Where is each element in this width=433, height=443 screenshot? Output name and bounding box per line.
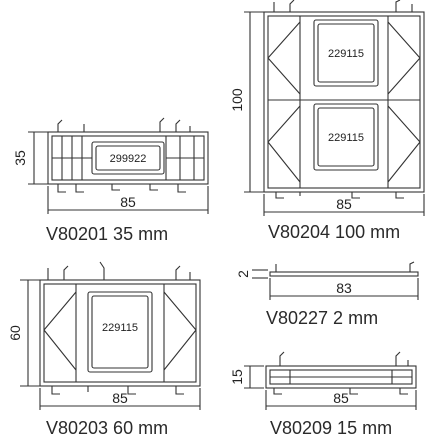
width-dimension-label: 83 xyxy=(336,280,352,296)
steel-insert xyxy=(91,141,165,175)
profile-v80204 xyxy=(244,0,425,216)
profile-caption: V80227 2 mm xyxy=(266,308,379,328)
profile-caption: V80203 60 mm xyxy=(46,418,169,438)
insert-code-label: 299922 xyxy=(110,153,147,165)
height-dimension-label: 2 xyxy=(235,270,251,278)
width-dimension-label: 85 xyxy=(120,194,136,210)
width-dimension-label: 85 xyxy=(112,390,128,406)
steel-insert xyxy=(87,291,153,373)
profile-body xyxy=(265,365,417,389)
width-dimension-label: 85 xyxy=(333,390,349,406)
profile-body xyxy=(47,131,209,185)
profile-caption: V80204 100 mm xyxy=(268,222,401,242)
profile-body xyxy=(263,11,425,193)
width-dimension-label: 85 xyxy=(336,196,352,212)
height-dimension-label: 35 xyxy=(12,150,28,166)
profile-caption: V80201 35 mm xyxy=(46,224,169,244)
insert-code-label: 229115 xyxy=(328,132,364,144)
profile-caption: V80209 15 mm xyxy=(270,418,393,438)
profile-body xyxy=(39,279,201,387)
steel-insert-top xyxy=(313,19,379,87)
height-dimension-label: 15 xyxy=(229,369,245,385)
height-dimension-label: 100 xyxy=(229,88,245,112)
steel-insert-bottom xyxy=(313,103,379,171)
profile-v80203 xyxy=(20,261,201,410)
insert-code-label: 229115 xyxy=(328,48,364,60)
profile-v80227 xyxy=(252,261,419,300)
profile-v80201 xyxy=(28,117,209,214)
profile-v80209 xyxy=(244,351,417,410)
insert-code-label: 229115 xyxy=(102,322,138,334)
height-dimension-label: 60 xyxy=(7,325,23,341)
profile-body xyxy=(269,271,419,277)
